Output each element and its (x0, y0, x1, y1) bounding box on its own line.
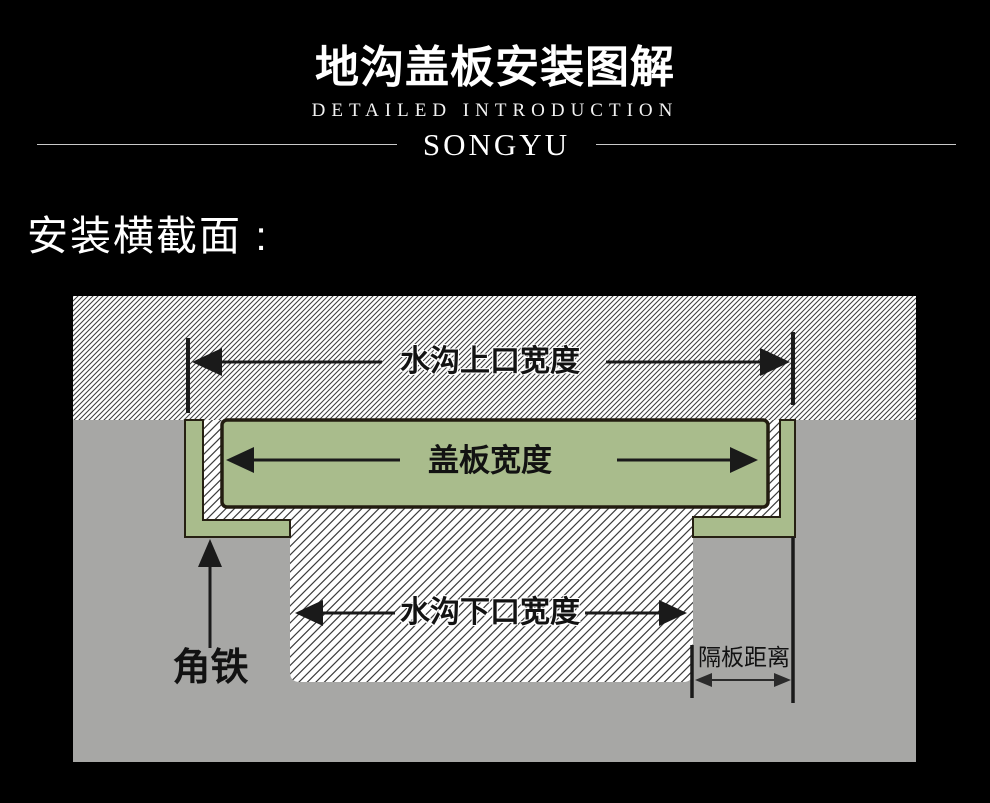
label-trench-bottom-width: 水沟下口宽度 (400, 596, 580, 629)
brand-divider-right (596, 143, 956, 145)
bottom-width-dimension (295, 600, 687, 626)
right-angle-iron (692, 419, 796, 538)
cover-width-arrowhead-right (730, 447, 758, 473)
brand-divider-left (37, 143, 397, 145)
bottom-width-arrowhead-left (295, 600, 323, 626)
top-width-arrowhead-left (192, 348, 222, 376)
page-title: 地沟盖板安装图解 (315, 43, 675, 92)
label-angle-iron: 角铁 (172, 647, 249, 689)
partition-arrowhead-left (695, 673, 712, 687)
angle-iron-pointer (198, 539, 222, 648)
top-width-dimension (186, 332, 795, 413)
left-angle-iron (184, 419, 291, 538)
label-partition-distance: 隔板距离 (698, 644, 790, 670)
cover-plate (220, 418, 770, 509)
brand-row: SONGYU (37, 128, 956, 160)
partition-arrowhead-right (774, 673, 791, 687)
page-subtitle: DETAILED INTRODUCTION (311, 100, 679, 121)
section-heading: 安装横截面 : (27, 213, 269, 259)
label-trench-top-width: 水沟上口宽度 (400, 345, 580, 378)
bottom-width-arrowhead-right (659, 600, 687, 626)
cover-width-dimension (226, 447, 758, 473)
label-cover-plate-width: 盖板宽度 (428, 443, 552, 478)
cross-section-diagram (73, 296, 916, 762)
top-width-arrowhead-right (760, 348, 790, 376)
cover-width-arrowhead-left (226, 447, 254, 473)
angle-iron-arrowhead (198, 539, 222, 567)
brand-name: SONGYU (422, 126, 571, 162)
partition-distance-dimension (690, 537, 795, 703)
